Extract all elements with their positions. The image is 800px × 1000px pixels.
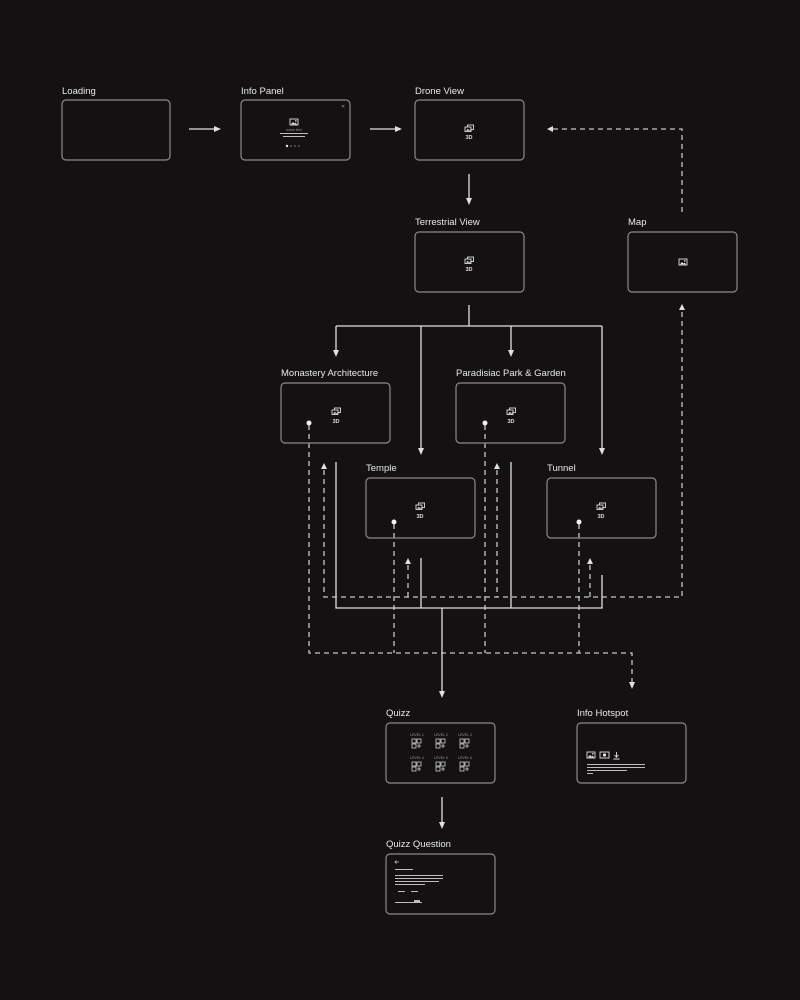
close-icon: ✕ <box>341 104 345 110</box>
node-drone-view[interactable]: Drone View 3D <box>414 86 525 161</box>
download-icon <box>613 752 620 760</box>
node-temple[interactable]: Temple 3D <box>365 463 476 539</box>
level-label: LEVEL 4 <box>410 756 424 760</box>
stacked-images-icon <box>415 502 425 510</box>
stacked-images-icon <box>464 124 474 132</box>
screen-frame <box>365 477 476 539</box>
screen-frame <box>61 99 171 161</box>
node-loading[interactable]: Loading <box>61 86 171 161</box>
screen-frame <box>455 382 566 444</box>
node-label: Monastery Architecture <box>281 368 378 379</box>
level-grid: LEVEL 1 LEVEL 2 LEVEL 3 LEVEL 4 LEVEL 5 … <box>410 733 472 772</box>
node-quizz-question[interactable]: Quizz Question <box>385 839 496 915</box>
screen-frame <box>627 231 738 293</box>
level-label: LEVEL 1 <box>410 733 424 737</box>
node-map[interactable]: Map <box>627 217 738 293</box>
node-label: Map <box>628 217 646 228</box>
node-paradisiac-park[interactable]: Paradisiac Park & Garden 3D <box>455 368 566 444</box>
node-label: Info Hotspot <box>577 708 629 719</box>
node-label: Quizz Question <box>386 839 451 850</box>
dashed-to-info-hotspot <box>308 425 633 683</box>
node-label: Tunnel <box>547 463 576 474</box>
badge-3d: 3D <box>332 419 339 425</box>
badge-3d: 3D <box>465 267 472 273</box>
level-label: LEVEL 3 <box>458 733 472 737</box>
level-icon <box>411 738 422 749</box>
node-label: Quizz <box>386 708 411 719</box>
dashed-connectors <box>306 126 685 689</box>
level-icon <box>435 761 446 772</box>
node-info-hotspot[interactable]: Info Hotspot <box>576 708 687 784</box>
dashed-map-to-drone <box>553 128 683 212</box>
stacked-images-icon <box>464 256 474 264</box>
screen-frame <box>385 853 496 915</box>
node-tunnel[interactable]: Tunnel 3D <box>546 463 657 539</box>
merge-scenes-to-quizz <box>335 462 603 693</box>
node-quizz[interactable]: Quizz LEVEL 1 LEVEL 2 LEVEL 3 LEVEL 4 LE… <box>385 708 496 784</box>
node-label: Info Panel <box>241 86 284 97</box>
node-label: Loading <box>62 86 96 97</box>
screen-frame <box>414 99 525 161</box>
level-icon <box>459 738 470 749</box>
node-label: Terrestrial View <box>415 217 480 228</box>
level-icon <box>459 761 470 772</box>
node-info-panel[interactable]: Info Panel ✕ some text <box>240 86 351 161</box>
screen-frame <box>546 477 657 539</box>
image-icon <box>289 118 299 126</box>
node-monastery-architecture[interactable]: Monastery Architecture 3D <box>280 368 391 444</box>
screen-frame <box>576 722 687 784</box>
stacked-images-icon <box>331 407 341 415</box>
branch-terrestrial-to-scenes <box>335 305 603 450</box>
node-label: Temple <box>366 463 397 474</box>
image-icon <box>678 258 688 266</box>
stacked-images-icon <box>596 502 606 510</box>
dashed-back-to-map <box>323 310 683 598</box>
badge-3d: 3D <box>465 135 472 141</box>
badge-3d: 3D <box>507 419 514 425</box>
solid-connectors <box>189 126 605 829</box>
back-arrow-icon <box>394 860 399 864</box>
level-label: LEVEL 2 <box>434 733 448 737</box>
badge-3d: 3D <box>416 514 423 520</box>
video-icon <box>599 751 610 759</box>
level-icon <box>435 738 446 749</box>
level-icon <box>411 761 422 772</box>
stacked-images-icon <box>506 407 516 415</box>
level-label: LEVEL 5 <box>434 756 448 760</box>
image-icon <box>586 751 596 759</box>
screen-frame <box>414 231 525 293</box>
node-label: Drone View <box>415 86 464 97</box>
panel-caption: some text <box>286 128 301 132</box>
screen-frame <box>280 382 391 444</box>
node-terrestrial-view[interactable]: Terrestrial View 3D <box>414 217 525 293</box>
screen-frame <box>240 99 351 161</box>
level-label: LEVEL 6 <box>458 756 472 760</box>
node-label: Paradisiac Park & Garden <box>456 368 566 379</box>
badge-3d: 3D <box>597 514 604 520</box>
pagination-dots <box>285 144 300 148</box>
screen-frame <box>385 722 496 784</box>
